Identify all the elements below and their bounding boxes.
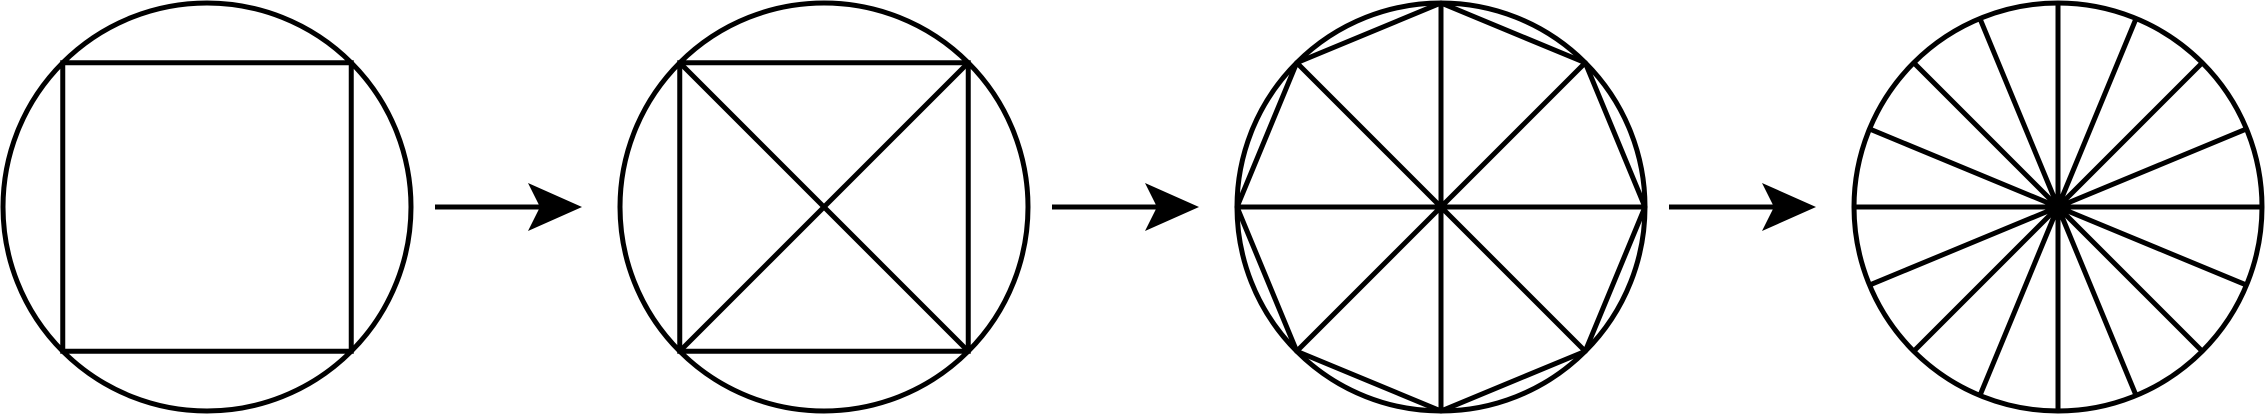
spoke-line (1868, 126, 2059, 210)
spoke-line (1439, 60, 1588, 209)
spoke-line (1439, 205, 1588, 354)
circle-outline (617, 0, 1031, 414)
spoke-line (2057, 204, 2248, 288)
spoke-line (677, 205, 826, 354)
arrow-2-right-arrow-icon (1052, 183, 1199, 231)
spoke-line (1294, 60, 1443, 209)
spoke-line (1911, 60, 2060, 209)
stage-1-figure (0, 0, 414, 414)
inscribed-polygon (60, 60, 354, 354)
circle-outline (0, 0, 414, 414)
spoke-line (1868, 204, 2059, 288)
arrow-3-right-arrow-icon (1669, 183, 1816, 231)
stage-3-figure (1234, 0, 1648, 414)
spoke-line (2056, 205, 2205, 354)
spoke-line (2055, 206, 2139, 397)
spoke-line (1977, 206, 2061, 397)
arrow-head (1145, 183, 1199, 231)
spoke-line (822, 60, 971, 209)
stage-4-figure (1851, 0, 2265, 414)
arrows-group (435, 183, 1816, 231)
spoke-line (2055, 17, 2139, 208)
spoke-line (1294, 205, 1443, 354)
spoke-line (677, 60, 826, 209)
spoke-line (1911, 205, 2060, 354)
arrow-head (528, 183, 582, 231)
arrow-1-right-arrow-icon (435, 183, 582, 231)
spoke-line (2056, 60, 2205, 209)
spoke-line (1977, 17, 2061, 208)
spoke-line (822, 205, 971, 354)
arrow-head (1762, 183, 1816, 231)
stage-2-figure (617, 0, 1031, 414)
spoke-line (2057, 126, 2248, 210)
